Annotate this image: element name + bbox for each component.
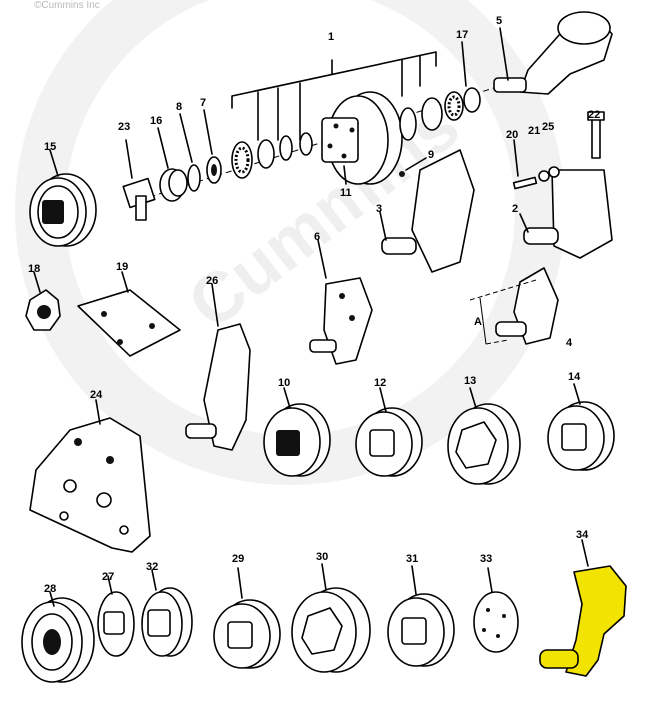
callout-33: 33: [480, 553, 492, 565]
part-16-hub-cap: [157, 127, 188, 202]
part-7-bearing: [203, 109, 222, 184]
callout-23: 23: [118, 121, 130, 133]
part-18-flange: [25, 271, 61, 331]
callout-31: 31: [406, 553, 418, 565]
callout-2: 2: [512, 203, 518, 215]
part-10-pulley: [263, 387, 331, 477]
part-24-housing: [29, 399, 151, 553]
callout-8: 8: [176, 101, 182, 113]
part-33-plate: [473, 567, 519, 653]
callout-9: 9: [428, 149, 434, 161]
callout-22: 22: [588, 109, 600, 121]
part-17-bearing: [399, 41, 481, 141]
part-9-key: [399, 157, 427, 177]
callout-3: 3: [376, 203, 382, 215]
part-30-pulley: [291, 563, 371, 673]
part-23-spindle: [122, 139, 156, 221]
callout-26: 26: [206, 275, 218, 287]
part-14-pulley: [547, 383, 615, 471]
part-5-support-bracket: [493, 11, 613, 95]
part-15-pulley: [29, 149, 97, 247]
callout-6: 6: [314, 231, 320, 243]
part-2-bracket: [519, 169, 613, 259]
callout-1-bracket: [231, 51, 437, 141]
callout-21: 21: [528, 125, 540, 137]
part-4-bracket: [469, 267, 559, 345]
callout-30: 30: [316, 551, 328, 563]
part-27-adapter: [97, 575, 135, 657]
part-32-hub: [141, 569, 193, 657]
part-8-seal: [179, 113, 201, 192]
part-11-fan-hub: [321, 91, 403, 185]
callout-32: 32: [146, 561, 158, 573]
callout-19: 19: [116, 261, 128, 273]
part-20-bolt: [512, 139, 538, 190]
callout-18: 18: [28, 263, 40, 275]
part-34-bracket-highlighted: [539, 539, 627, 677]
callout-17: 17: [456, 29, 468, 41]
part-28-pulley: [21, 591, 95, 683]
callout-16: 16: [150, 115, 162, 127]
part-19-plate: [77, 271, 181, 357]
copyright-notice: ©Cummins Inc: [34, 0, 100, 11]
part-1-roller-bearing-inner: [231, 141, 253, 179]
callout-25: 25: [542, 121, 554, 133]
part-26-bracket: [185, 283, 251, 451]
callout-5: 5: [496, 15, 502, 27]
callout-34: 34: [576, 529, 589, 541]
callout-11: 11: [340, 187, 352, 199]
callout-4: 4: [566, 337, 573, 349]
callout-14: 14: [568, 371, 581, 383]
part-12-pulley: [355, 387, 423, 477]
part-22-bolt: [587, 111, 605, 159]
callout-24: 24: [90, 389, 103, 401]
part-31-pulley: [387, 565, 455, 667]
callout-13: 13: [464, 375, 476, 387]
callout-15: 15: [44, 141, 56, 153]
part-29-pulley: [213, 567, 281, 669]
part-6-bracket: [309, 239, 373, 365]
part-3-bracket: [379, 149, 475, 273]
callout-27: 27: [102, 571, 114, 583]
part-13-pulley: [447, 387, 521, 485]
callout-7: 7: [200, 97, 206, 109]
callout-1: 1: [328, 31, 334, 43]
callout-12: 12: [374, 377, 386, 389]
callout-29: 29: [232, 553, 244, 565]
part-21-25-washers: [538, 166, 560, 182]
part-1-rings: [257, 132, 313, 169]
callout-20: 20: [506, 129, 518, 141]
callout-10: 10: [278, 377, 290, 389]
callout-28: 28: [44, 583, 56, 595]
dimension-a-label: A: [474, 316, 482, 328]
